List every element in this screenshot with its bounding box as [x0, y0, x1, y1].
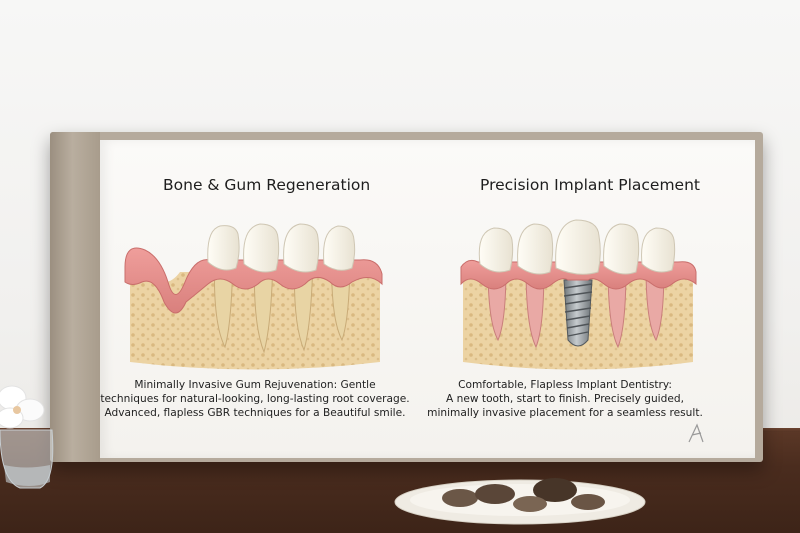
stone-1 — [442, 489, 478, 507]
right-panel-title: Precision Implant Placement — [480, 176, 700, 194]
right-panel-caption: Comfortable, Flapless Implant Dentistry:… — [400, 378, 730, 420]
left-caption-line-2: techniques for natural-looking, long-las… — [100, 393, 410, 405]
book-spine — [50, 132, 100, 462]
right-caption-line-2: A new tooth, start to finish. Precisely … — [446, 393, 684, 405]
right-caption-line-3: minimally invasive placement for a seaml… — [427, 407, 703, 419]
crown-1 — [478, 227, 514, 273]
left-caption-line-1: Minimally Invasive Gum Rejuvenation: Gen… — [134, 379, 376, 391]
crown-5 — [641, 227, 676, 273]
stone-5 — [571, 494, 605, 510]
book-page: Bone & Gum Regeneration — [100, 140, 755, 458]
crown-2 — [517, 223, 554, 275]
orchid-vase — [0, 385, 54, 489]
left-panel-title: Bone & Gum Regeneration — [163, 176, 371, 194]
stone-3 — [533, 478, 577, 502]
tooth-crown-1 — [207, 225, 240, 271]
tooth-crown-2 — [243, 223, 280, 273]
left-panel-caption: Minimally Invasive Gum Rejuvenation: Gen… — [90, 378, 420, 420]
tooth-crown-4 — [323, 225, 356, 271]
stone-4 — [513, 496, 547, 512]
stone-dish — [394, 478, 646, 525]
right-caption-line-1: Comfortable, Flapless Implant Dentistry: — [458, 379, 672, 391]
orchid-flower-icon — [0, 385, 45, 429]
bone-gum-illustration — [124, 223, 383, 370]
corner-monogram-icon — [688, 423, 704, 443]
left-caption-line-3: Advanced, flapless GBR techniques for a … — [104, 407, 406, 419]
implant-illustration — [460, 219, 697, 370]
stone-2 — [475, 484, 515, 504]
implant-crown — [555, 219, 601, 275]
tooth-crown-3 — [283, 223, 320, 273]
crown-4 — [603, 223, 640, 275]
